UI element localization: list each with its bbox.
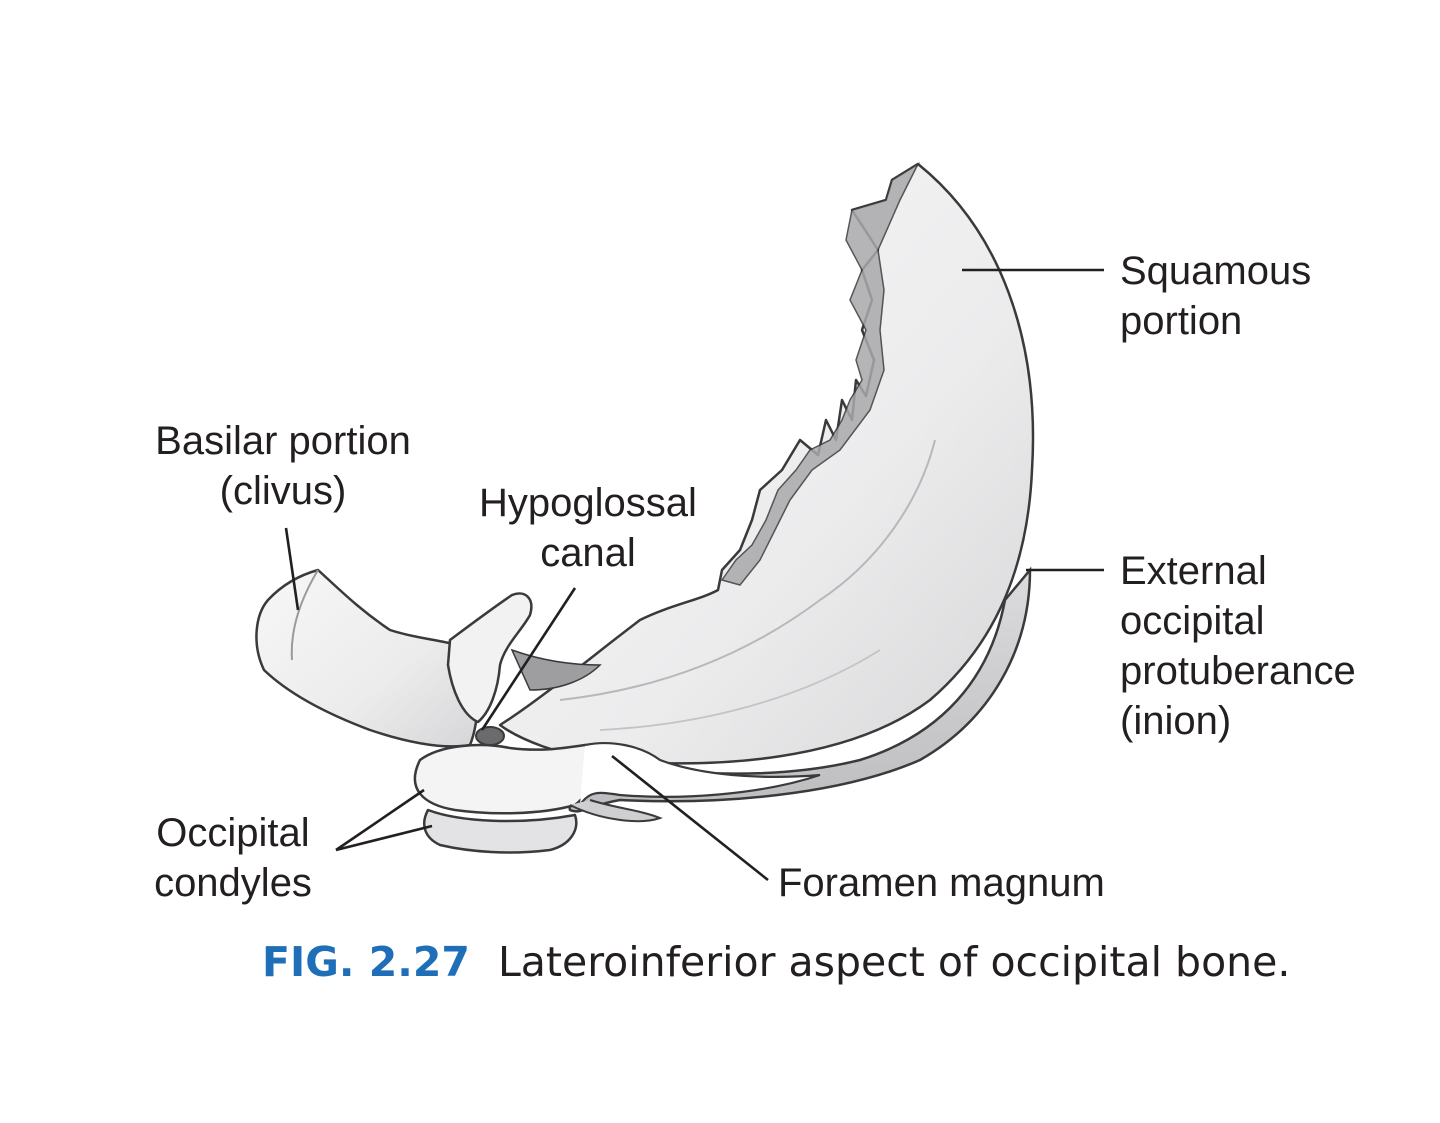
occipital-condyle-upper — [413, 743, 595, 815]
label-line: canal — [540, 531, 636, 575]
label-line: protuberance — [1120, 649, 1356, 693]
jugular-process-shape — [446, 592, 533, 724]
label-line: (inion) — [1120, 699, 1232, 743]
leader-line-foramen-magnum — [611, 754, 769, 882]
label-line: Occipital — [156, 811, 310, 855]
label-line: portion — [1120, 299, 1243, 343]
label-occipital-condyles: Occipital condyles — [144, 808, 322, 908]
label-foramen-magnum: Foramen magnum — [778, 861, 1105, 905]
leader-line-condyle-upper — [335, 788, 425, 852]
label-line: condyles — [154, 861, 312, 905]
leader-line-condyle-lower — [335, 824, 433, 852]
hypoglossal-canal-opening — [475, 726, 505, 746]
label-line: Squamous — [1120, 249, 1312, 293]
label-line: (clivus) — [219, 469, 347, 513]
label-line: occipital — [1120, 599, 1265, 643]
label-line: External — [1120, 549, 1267, 593]
leader-line-basilar — [284, 527, 300, 611]
caption-text: Lateroinferior aspect of occipital bone. — [497, 938, 1291, 986]
lower-ridge — [569, 799, 663, 823]
inner-shadow — [510, 648, 602, 691]
label-basilar-portion: Basilar portion (clivus) — [140, 416, 426, 516]
basilar-edge — [290, 569, 319, 661]
label-hypoglossal-canal: Hypoglossal canal — [466, 478, 710, 578]
figure-number: FIG. 2.27 — [262, 938, 470, 986]
squama-contour — [559, 439, 936, 701]
lambdoid-suture-edge — [720, 161, 920, 586]
label-external-occipital-protuberance: External occipital protuberance (inion) — [1120, 546, 1356, 746]
foramen-magnum-rim — [579, 742, 821, 806]
occipital-condyle-lower — [423, 808, 578, 854]
squama-underside — [558, 566, 1032, 813]
squama-contour — [599, 649, 881, 731]
leader-line-hypoglossal — [480, 587, 577, 731]
label-squamous-portion: Squamous portion — [1120, 246, 1311, 346]
basilar-portion-shape — [255, 568, 479, 748]
label-line: Basilar portion — [155, 419, 411, 463]
figure-caption: FIG. 2.27 Lateroinferior aspect of occipi… — [262, 932, 1290, 992]
label-line: Hypoglossal — [479, 481, 697, 525]
